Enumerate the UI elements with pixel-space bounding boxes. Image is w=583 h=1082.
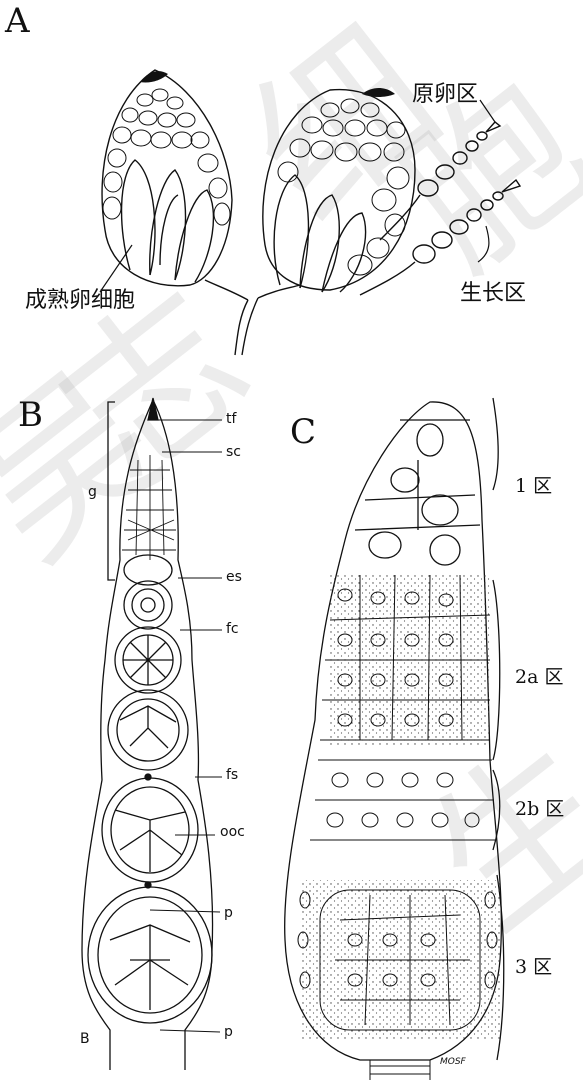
growth-zone-label: 生长区 [460, 283, 526, 305]
zone-2b-label: 2b 区 [515, 800, 564, 819]
label-sc: sc [226, 445, 241, 459]
label-p-upper: p [224, 906, 233, 920]
panel-b-corner-letter: B [80, 1032, 90, 1046]
panel-b-letter: B [18, 398, 43, 432]
panel-b-ovariole-drawing [82, 398, 222, 1070]
label-fs: fs [226, 768, 238, 782]
panel-a-letter: A [5, 4, 30, 38]
label-p-lower: p [224, 1025, 233, 1039]
mature-oocyte-label: 成熟卵细胞 [25, 290, 135, 312]
panel-c-letter: C [290, 415, 316, 449]
panel-c-germarium-drawing [285, 398, 504, 1080]
label-ooc: ooc [220, 825, 245, 839]
zone-1-label: 1 区 [515, 477, 552, 496]
artist-signature: MOSF [440, 1058, 466, 1067]
label-g: g [88, 485, 97, 499]
panel-a-ovary-drawing [100, 70, 520, 355]
label-es: es [226, 570, 242, 584]
label-tf: tf [226, 412, 236, 426]
zone-2a-label: 2a 区 [515, 668, 563, 687]
germarium-label: 原卵区 [412, 84, 478, 106]
label-fc: fc [226, 622, 239, 636]
zone-3-label: 3 区 [515, 958, 552, 977]
